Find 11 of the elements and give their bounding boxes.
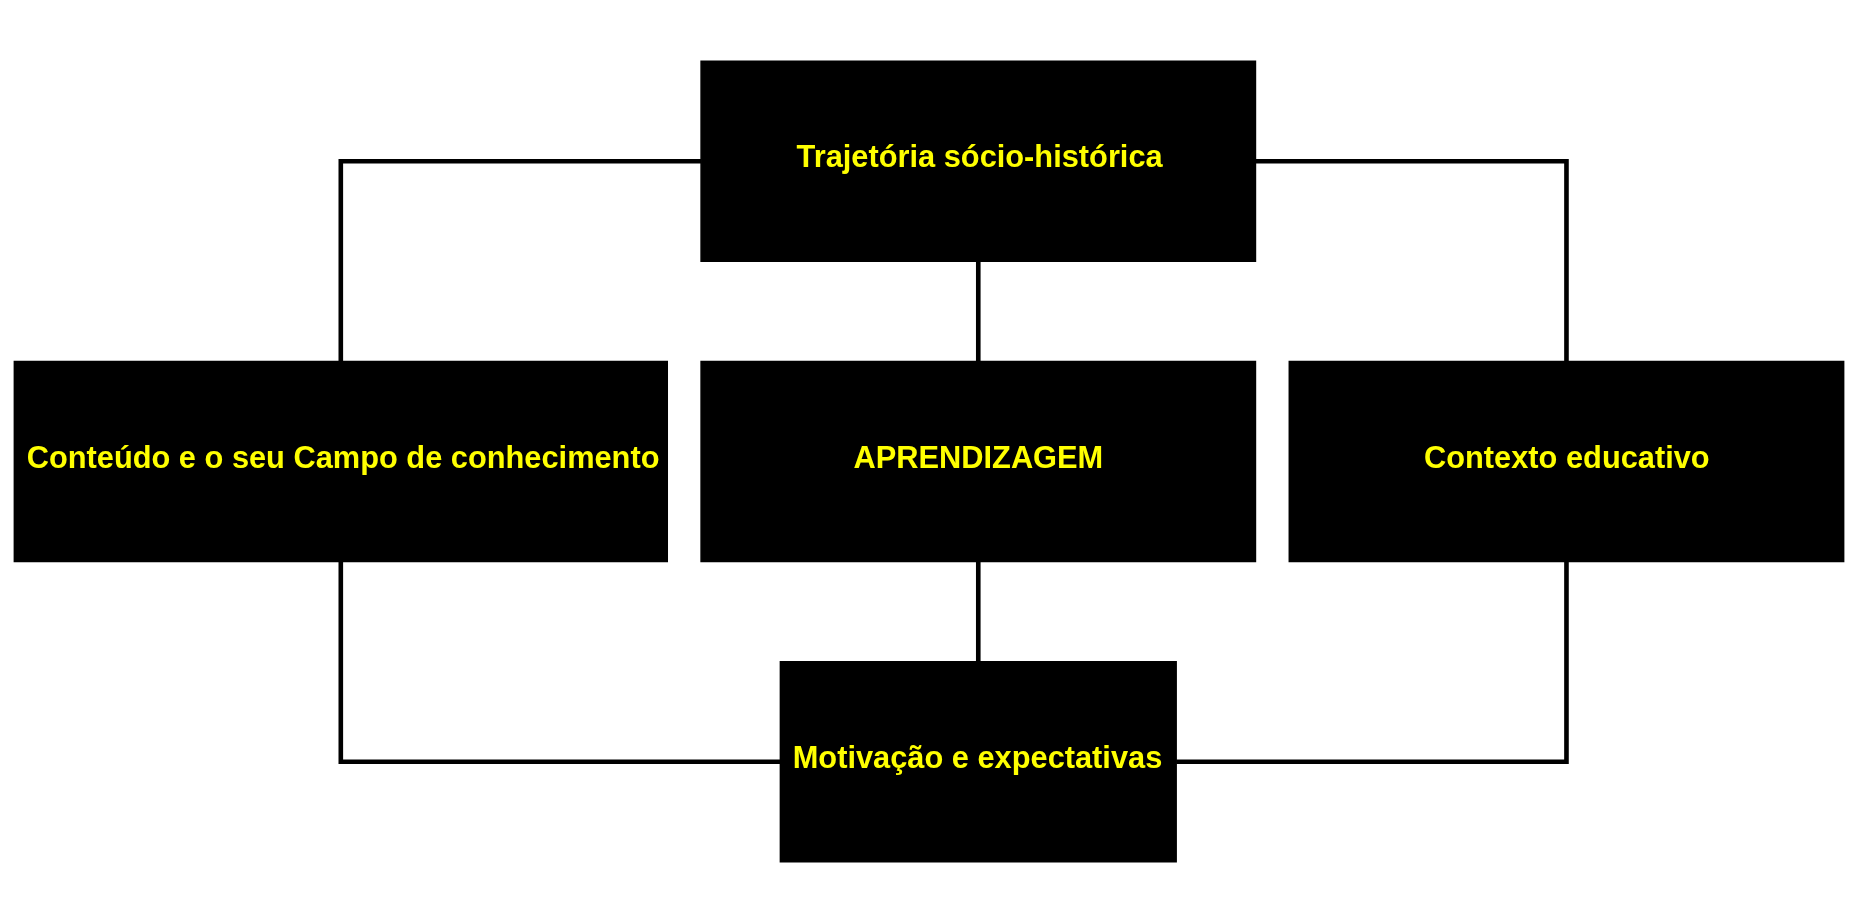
connector (975, 561, 981, 661)
node-box: APRENDIZAGEM (700, 360, 1257, 562)
connector (338, 561, 781, 764)
node-box: Trajetória sócio-histórica (700, 59, 1257, 262)
connector (1255, 158, 1569, 361)
connector (338, 158, 701, 361)
connector (1176, 561, 1569, 764)
connector (975, 261, 981, 361)
node-box: Conteúdo e o seu Campo de conhecimento (13, 360, 668, 562)
node-box: Motivação e expectativas (779, 660, 1177, 863)
node-box: Contexto educativo (1288, 360, 1845, 562)
